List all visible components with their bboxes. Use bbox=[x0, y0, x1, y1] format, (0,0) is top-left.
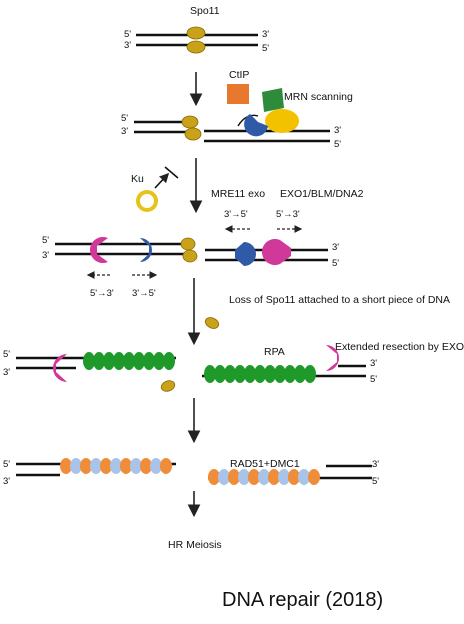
stage-bidirectional-resection: MRE11 exo EXO1/BLM/DNA2 3'→5' 5'→3' 5' 3… bbox=[42, 188, 364, 299]
end-label: 3' bbox=[370, 358, 377, 369]
rpa-coated-ssdna bbox=[204, 365, 316, 383]
end-label: 3' bbox=[3, 367, 10, 378]
exo1-nuclease-icon bbox=[262, 239, 291, 265]
ku-release-arrow bbox=[154, 172, 170, 189]
spo11-label: Spo11 bbox=[190, 5, 220, 17]
mrn-yellow-subunit-icon bbox=[265, 109, 299, 133]
end-label: 3' bbox=[124, 40, 131, 51]
end-label: 5' bbox=[370, 374, 377, 385]
ku-displacement: Ku bbox=[131, 166, 179, 212]
end-label: 3' bbox=[42, 250, 49, 261]
spo11-protein-icon bbox=[182, 249, 198, 263]
end-label: 5' bbox=[121, 113, 128, 124]
end-label: 3' bbox=[372, 459, 379, 470]
mre11-nuclease-icon bbox=[140, 238, 152, 262]
direction-label: 5'→3' bbox=[90, 288, 114, 299]
end-label: 3' bbox=[262, 29, 269, 40]
ku-label: Ku bbox=[131, 173, 144, 185]
stage-mrn-scanning: CtIP MRN scanning 5' 3' 3' 5' bbox=[121, 69, 353, 150]
ku-ring-icon bbox=[136, 190, 158, 212]
stage-rad51-dmc1-filament: RAD51+DMC1 5' 3' 3' 5' bbox=[3, 458, 379, 487]
end-label: 5' bbox=[3, 349, 10, 360]
end-label: 5' bbox=[372, 476, 379, 487]
end-label: 3' bbox=[332, 242, 339, 253]
mre11-exo-label: MRE11 exo bbox=[211, 188, 265, 200]
end-label: 5' bbox=[42, 235, 49, 246]
loss-spo11-label: Loss of Spo11 attached to a short piece … bbox=[229, 294, 450, 306]
end-label: 3' bbox=[3, 476, 10, 487]
direction-label: 3'→5' bbox=[224, 209, 248, 220]
rpa-coated-ssdna bbox=[83, 352, 175, 370]
direction-label: 3'→5' bbox=[132, 288, 156, 299]
extended-resection-label: Extended resection by EXO1 bbox=[335, 341, 464, 353]
end-label: 5' bbox=[262, 43, 269, 54]
ctip-label: CtIP bbox=[229, 69, 249, 81]
spo11-protein-icon bbox=[184, 127, 202, 141]
end-label: 3' bbox=[121, 126, 128, 137]
ku-block-bar bbox=[164, 166, 179, 179]
released-spo11-icon bbox=[160, 380, 176, 392]
exo1-nuclease-icon bbox=[90, 237, 108, 263]
stage-spo11-binding: Spo11 5' 3' 3' 5' bbox=[124, 5, 269, 54]
released-spo11-icon bbox=[204, 317, 220, 329]
spo11-protein-icon bbox=[180, 237, 196, 251]
rad51-dmc1-coated-ssdna bbox=[208, 469, 320, 485]
end-label: 5' bbox=[3, 459, 10, 470]
rpa-label: RPA bbox=[264, 346, 285, 358]
end-label: 3' bbox=[334, 125, 341, 136]
ctip-protein-icon bbox=[227, 84, 249, 104]
spo11-protein-icon bbox=[186, 40, 206, 54]
spo11-protein-icon bbox=[186, 26, 206, 40]
mrn-scanning-label: MRN scanning bbox=[284, 91, 353, 103]
exo1-blm-dna2-label: EXO1/BLM/DNA2 bbox=[280, 188, 364, 200]
stage-rpa-coating: Loss of Spo11 attached to a short piece … bbox=[3, 294, 464, 392]
rad51-dmc1-label: RAD51+DMC1 bbox=[230, 458, 300, 470]
exo1-nuclease-icon bbox=[326, 345, 339, 371]
end-label: 5' bbox=[334, 139, 341, 150]
end-label: 5' bbox=[332, 258, 339, 269]
mrn-green-subunit-icon bbox=[262, 88, 284, 112]
spo11-protein-icon bbox=[181, 115, 199, 129]
rad51-dmc1-coated-ssdna bbox=[60, 458, 172, 474]
source-caption: DNA repair (2018) bbox=[222, 589, 383, 611]
mrn-blue-subunit-icon bbox=[244, 114, 268, 137]
mre11-nuclease-icon bbox=[235, 242, 256, 266]
direction-label: 5'→3' bbox=[276, 209, 300, 220]
end-label: 5' bbox=[124, 29, 131, 40]
hr-meiosis-label: HR Meiosis bbox=[168, 539, 222, 551]
exo1-nuclease-icon bbox=[53, 354, 67, 382]
